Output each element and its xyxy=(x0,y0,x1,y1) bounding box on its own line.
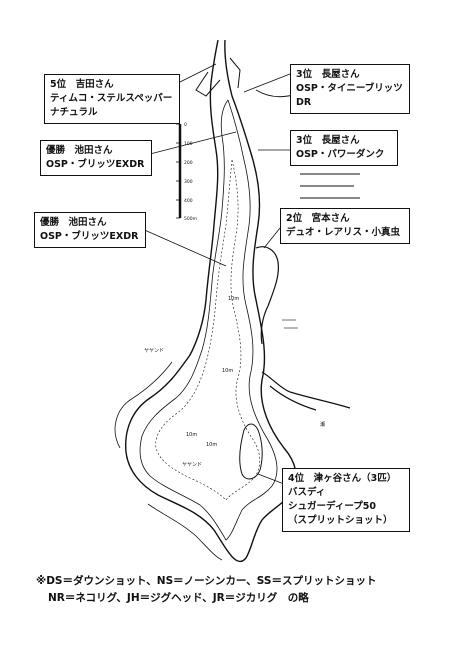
depth-label: 10m xyxy=(228,296,239,302)
callout-line: OSP・タイニーブリッツ xyxy=(296,83,403,94)
callout-line: 4位 津ヶ谷さん（3匹） xyxy=(288,473,397,484)
callout-winner-ikeda-b: 優勝 池田さん OSP・ブリッツEXDR xyxy=(34,212,146,248)
footnote-line-1: ※DS＝ダウンショット、NS＝ノーシンカー、SS＝スプリットショット xyxy=(36,575,377,587)
callout-3rd-nagaya-a: 3位 長屋さん OSP・タイニーブリッツ DR xyxy=(290,64,410,114)
scale-tick-label: 0 xyxy=(184,122,187,128)
lake-shoreline xyxy=(125,39,297,562)
inlet xyxy=(195,57,241,97)
callout-line: 3位 長屋さん xyxy=(296,69,360,80)
scale-tick-label: 300 xyxy=(184,179,193,185)
island xyxy=(239,423,263,480)
callout-4th-tsugaya: 4位 津ヶ谷さん（3匹） バスディ シュガーディープ50 （スプリットショット） xyxy=(282,468,410,532)
callout-line: 優勝 池田さん xyxy=(46,145,113,156)
callout-line: （スプリットショット） xyxy=(288,515,393,526)
callout-line: ナチュラル xyxy=(50,107,98,118)
depth-contour-inner xyxy=(155,159,261,501)
callout-line: DR xyxy=(296,97,312,108)
sand-label: ヤヤンド xyxy=(182,462,202,468)
callout-5th-yoshida: 5位 吉田さん ティムコ・ステルスペッパー ナチュラル xyxy=(44,74,180,124)
callout-2nd-miyamoto: 2位 宮本さん デュオ・レアリス・小真虫 xyxy=(280,208,410,244)
west-shore xyxy=(114,361,223,561)
leader-lines xyxy=(139,63,291,485)
callout-line: 3位 長屋さん xyxy=(296,135,360,146)
sand-label: ヤヤンド xyxy=(144,348,164,354)
scale-tick-label: 200 xyxy=(184,160,193,166)
bay-outline xyxy=(255,246,279,345)
road xyxy=(261,371,351,411)
scale-bar: 0 100 200 300 400 500m xyxy=(176,122,197,222)
callout-3rd-nagaya-b: 3位 長屋さん OSP・パワーダンク xyxy=(290,130,398,166)
scale-tick-label: 500m xyxy=(184,216,197,222)
shoal-label: 瀬 xyxy=(320,421,325,428)
callout-line: デュオ・レアリス・小真虫 xyxy=(286,227,401,238)
callout-line: OSP・ブリッツEXDR xyxy=(40,231,139,242)
callout-line: シュガーディープ50 xyxy=(288,501,376,512)
callout-line: ティムコ・ステルスペッパー xyxy=(50,93,173,104)
callout-line: OSP・ブリッツEXDR xyxy=(46,159,145,170)
footnote-line-2: NR＝ネコリグ、JH＝ジグヘッド、JR＝ジカリグ の略 xyxy=(48,592,309,604)
callout-line: 優勝 池田さん xyxy=(40,217,107,228)
scale-tick-label: 400 xyxy=(184,198,193,204)
depth-label: 10m xyxy=(206,442,217,448)
callout-line: 5位 吉田さん xyxy=(50,79,114,90)
depth-contour-outer xyxy=(139,99,278,541)
callout-line: OSP・パワーダンク xyxy=(296,149,385,160)
depth-label: 10m xyxy=(222,368,233,374)
callout-winner-ikeda-a: 優勝 池田さん OSP・ブリッツEXDR xyxy=(40,140,152,176)
callout-line: バスディ xyxy=(288,487,326,498)
depth-label: 10m xyxy=(186,432,197,438)
callout-line: 2位 宮本さん xyxy=(286,213,350,224)
